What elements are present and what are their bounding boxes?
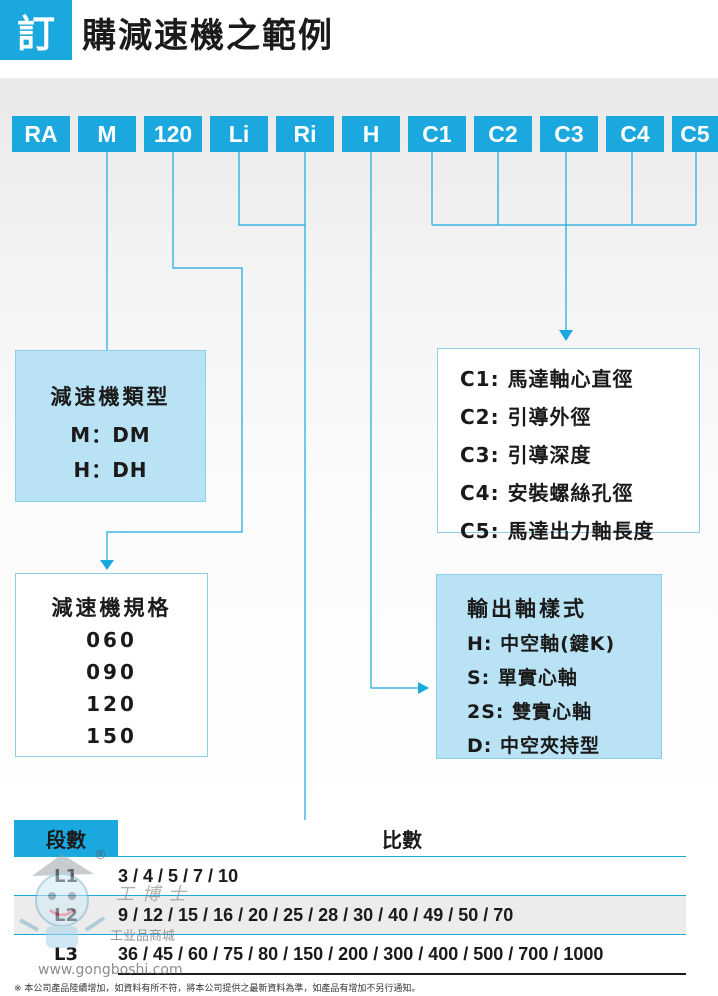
- code-box: C5: [672, 116, 718, 152]
- output-shaft-box: 輸出軸樣式 H: 中空軸(鍵K) S: 單實心軸 2S: 雙實心軸 D: 中空夾…: [436, 574, 662, 759]
- reducer-type-line: H：DH: [73, 458, 148, 482]
- arrow-down-icon: [100, 560, 114, 570]
- header-badge: 訂: [0, 0, 72, 60]
- table-cell-values: 3 / 4 / 5 / 7 / 10: [118, 856, 686, 896]
- reducer-size-box: 減速機規格 060 090 120 150: [15, 573, 208, 757]
- code-box: Ri: [276, 116, 334, 152]
- output-shaft-item: D: 中空夾持型: [467, 731, 661, 758]
- output-shaft-text: 單實心軸: [497, 667, 578, 689]
- c-param-text: 馬達出力軸長度: [507, 519, 655, 543]
- output-shaft-title: 輸出軸樣式: [467, 597, 587, 621]
- ratio-table: 段數 比數 L1 3 / 4 / 5 / 7 / 10 L2 9 / 12 / …: [14, 820, 686, 975]
- table-cell-values: 36 / 45 / 60 / 75 / 80 / 150 / 200 / 300…: [118, 934, 686, 975]
- watermark-brand: 工博士: [116, 884, 194, 905]
- c-param-item: C3: 引導深度: [460, 439, 699, 468]
- code-box: 120: [144, 116, 202, 152]
- output-shaft-code: S:: [467, 667, 491, 689]
- output-shaft-code: 2S:: [467, 701, 505, 723]
- c-param-item: C4: 安裝螺絲孔徑: [460, 477, 699, 506]
- table-header-ratio: 比數: [118, 820, 686, 857]
- c-param-text: 引導深度: [507, 443, 592, 467]
- table-row: L1 3 / 4 / 5 / 7 / 10: [14, 856, 686, 896]
- c-param-code: C1:: [460, 367, 500, 391]
- table-row: L3 36 / 45 / 60 / 75 / 80 / 150 / 200 / …: [14, 934, 686, 975]
- code-box: M: [78, 116, 136, 152]
- output-shaft-text: 雙實心軸: [512, 701, 593, 723]
- c-params-box: C1: 馬達軸心直徑 C2: 引導外徑 C3: 引導深度 C4: 安裝螺絲孔徑 …: [437, 348, 700, 543]
- arrow-down-icon: [559, 330, 573, 341]
- reducer-size-title: 減速機規格: [51, 596, 172, 620]
- mascot-logo-icon: [19, 854, 106, 948]
- c-param-code: C3:: [460, 443, 500, 467]
- code-box: RA: [12, 116, 70, 152]
- registered-mark: ®: [94, 848, 107, 863]
- output-shaft-item: 2S: 雙實心軸: [467, 697, 661, 724]
- code-box: C2: [474, 116, 532, 152]
- watermark-url: www.gongboshi.com: [38, 962, 183, 978]
- output-shaft-code: H:: [467, 633, 493, 655]
- watermark-sub: 工业品商城: [110, 929, 176, 944]
- table-header-stage: 段數: [14, 820, 118, 857]
- output-shaft-text: 中空軸(鍵K): [500, 633, 616, 655]
- output-shaft-code: D:: [467, 735, 493, 757]
- reducer-type-title: 減速機類型: [50, 385, 171, 409]
- c-param-item: C1: 馬達軸心直徑: [460, 363, 699, 392]
- output-shaft-item: H: 中空軸(鍵K): [467, 629, 661, 656]
- table-cell-values: 9 / 12 / 15 / 16 / 20 / 25 / 28 / 30 / 4…: [118, 895, 686, 935]
- code-box: Li: [210, 116, 268, 152]
- c-param-code: C4:: [460, 481, 500, 505]
- reducer-type-box: 減速機類型 M：DM H：DH: [15, 350, 206, 502]
- code-box: C4: [606, 116, 664, 152]
- reducer-size-value: 150: [86, 724, 137, 748]
- reducer-size-value: 090: [86, 660, 137, 684]
- c-param-text: 引導外徑: [507, 405, 592, 429]
- c-param-item: C5: 馬達出力軸長度: [460, 515, 699, 544]
- arrow-right-icon: [418, 682, 429, 694]
- c-param-text: 馬達軸心直徑: [507, 367, 634, 391]
- c-param-item: C2: 引導外徑: [460, 401, 699, 430]
- output-shaft-text: 中空夾持型: [500, 735, 601, 757]
- output-shaft-item: S: 單實心軸: [467, 663, 661, 690]
- code-box: H: [342, 116, 400, 152]
- code-box: C1: [408, 116, 466, 152]
- reducer-size-value: 120: [86, 692, 137, 716]
- c-param-code: C2:: [460, 405, 500, 429]
- page-title: 購減速機之範例: [82, 16, 334, 56]
- reducer-size-value: 060: [86, 628, 137, 652]
- footnote: ※ 本公司產品陸續增加，如資料有所不符，將本公司提供之最新資料為準，如產品有增加…: [14, 984, 421, 994]
- c-param-code: C5:: [460, 519, 500, 543]
- code-box: C3: [540, 116, 598, 152]
- reducer-type-line: M：DM: [70, 423, 151, 447]
- c-param-text: 安裝螺絲孔徑: [507, 481, 634, 505]
